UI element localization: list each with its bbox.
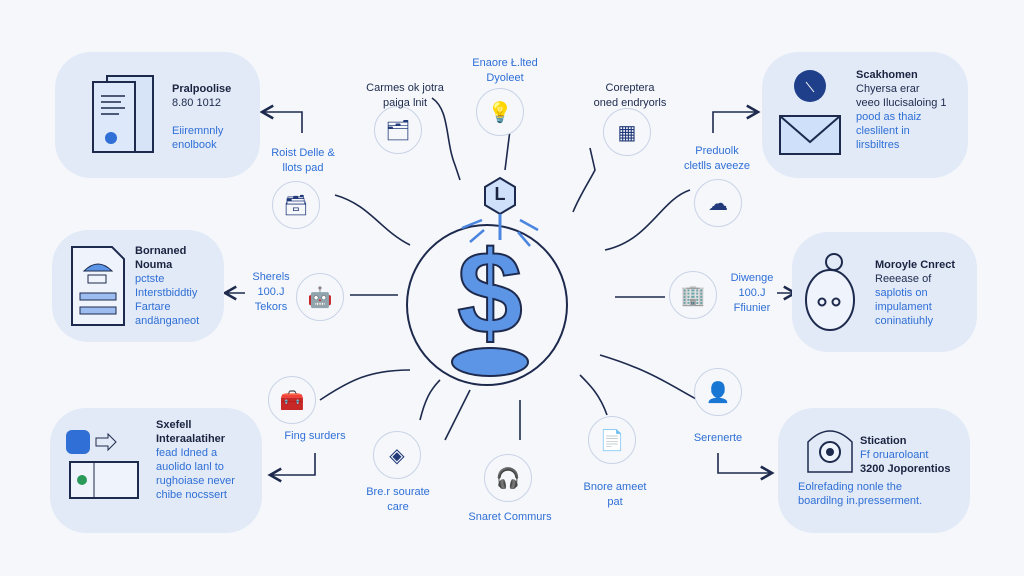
card-title: Stication bbox=[860, 435, 907, 447]
hex-badge-letter: L bbox=[494, 184, 506, 204]
node-label-bottom-left: Bre.r sourate care bbox=[366, 485, 430, 515]
card-title: Bornaned bbox=[135, 245, 187, 257]
leaf-icon: ◈ bbox=[373, 431, 421, 479]
card-body-line: saplotis on bbox=[875, 287, 928, 299]
card-body-line: lirsbiltres bbox=[856, 139, 900, 151]
person-icon: 👤 bbox=[694, 368, 742, 416]
node-label-line: Sherels bbox=[252, 271, 290, 283]
node-label-line: Serenerte bbox=[693, 432, 743, 444]
node-label-lower-left: Fing surders bbox=[284, 429, 345, 444]
node-label-line: care bbox=[387, 501, 409, 513]
center-circle bbox=[406, 224, 568, 386]
node-label-line: paiga lnit bbox=[382, 97, 428, 109]
app-window-icon bbox=[66, 430, 139, 499]
card-body-line: chibe nocssert bbox=[156, 489, 227, 501]
pedestal bbox=[451, 347, 529, 377]
node-label-line: Snaret Commurs bbox=[468, 511, 552, 523]
card-body-line: pctste bbox=[135, 273, 165, 285]
card-body-line: andänganeot bbox=[135, 315, 200, 327]
card-body-line: boardilng in.presserment. bbox=[798, 495, 923, 507]
calendar-icon: ▦ bbox=[603, 108, 651, 156]
card-body-line: impulament bbox=[875, 301, 932, 313]
node-label-line: Tekors bbox=[254, 301, 288, 313]
node-label-line: Carmes ok jotra bbox=[366, 82, 444, 94]
node-label-line: Diwenge bbox=[730, 272, 774, 284]
card-title: Scakhomen bbox=[856, 69, 918, 81]
card-body-line: Eolrefading nonle the bbox=[798, 481, 902, 493]
node-label-lower-right: Serenerte bbox=[694, 431, 742, 446]
toolbox-icon: 🧰 bbox=[268, 376, 316, 424]
node-label-left: Sherels 100.J Tekors bbox=[252, 270, 289, 315]
card-subtitle: Ff oruaroloant bbox=[860, 449, 929, 461]
node-label-line: Enaore Ł.lted bbox=[472, 57, 538, 69]
card-body-line: auolido lanl to bbox=[156, 461, 224, 473]
node-label-line: Preduolk bbox=[695, 145, 739, 157]
card-body-line: coninatiuhly bbox=[875, 315, 934, 327]
node-label-line: Coreptera bbox=[605, 82, 655, 94]
robot-icon: 🤖 bbox=[296, 273, 344, 321]
card-subtitle: 3200 Joporentios bbox=[860, 463, 951, 475]
document-icon: 📄 bbox=[588, 416, 636, 464]
card-top-right: Scakhomen Chyersa erar veeo Ilucisaloing… bbox=[762, 52, 968, 178]
node-label-line: 100.J bbox=[738, 287, 766, 299]
node-label-line: Bnore ameet bbox=[583, 481, 647, 493]
lightbulb-icon: 💡 bbox=[476, 88, 524, 136]
card-bottom-left: Sxefell Interaalatiher fead Idned a auol… bbox=[50, 408, 262, 533]
node-label-line: Ffiunier bbox=[733, 302, 771, 314]
card-body-line: Interstbiddtiy bbox=[135, 287, 198, 299]
card-title: Nouma bbox=[135, 259, 173, 271]
documents-icon: 🗂 bbox=[374, 106, 422, 154]
card-body-line: cleslilent in bbox=[856, 125, 910, 137]
card-mid-left: Bornaned Nouma pctste Interstbiddtiy Far… bbox=[52, 230, 224, 342]
tablet-document-icon bbox=[92, 75, 154, 153]
node-label-top-right: Coreptera oned endryorls bbox=[594, 81, 667, 111]
card-bottom-right: Stication Ff oruaroloant 3200 Joporentio… bbox=[778, 408, 970, 533]
card-body-line: rughoiase never bbox=[156, 475, 235, 487]
node-label-line: Roist Delle & bbox=[271, 147, 335, 159]
card-top-left: Pralpoolise 8.80 1012 Eiiremnnly enolboo… bbox=[55, 52, 260, 178]
envelope-chat-icon bbox=[779, 70, 841, 155]
node-label-upper-left: Roist Delle & llots pad bbox=[271, 146, 335, 176]
card-body-line: enolbook bbox=[172, 139, 217, 151]
cloud-hand-icon: ☁ bbox=[694, 179, 742, 227]
node-label-line: cletlls aveeze bbox=[683, 160, 751, 172]
card-body-line: pood as thaiz bbox=[856, 111, 922, 123]
card-mid-right: Moroyle Cnrect Reeease of saplotis on im… bbox=[792, 232, 977, 352]
headset-icon: 🎧 bbox=[484, 454, 532, 502]
node-label-bottom-right: Bnore ameet pat bbox=[584, 480, 647, 510]
card-title: Pralpoolise bbox=[172, 83, 232, 95]
card-body-line: fead Idned a bbox=[156, 447, 218, 459]
robot-face-icon bbox=[805, 253, 855, 331]
card-title: Moroyle Cnrect bbox=[875, 259, 956, 271]
card-subtitle: 8.80 1012 bbox=[172, 97, 221, 109]
node-label-top-left: Carmes ok jotra paiga lnit bbox=[366, 81, 444, 111]
card-body-line: veeo Ilucisaloing 1 bbox=[856, 97, 947, 109]
inbox-icon: 🗃 bbox=[272, 181, 320, 229]
card-title: Interaalatiher bbox=[156, 433, 226, 445]
node-label-line: Bre.r sourate bbox=[366, 486, 430, 498]
node-label-upper-right: Preduolk cletlls aveeze bbox=[684, 144, 750, 174]
buildings-icon: 🏢 bbox=[669, 271, 717, 319]
card-body-line: Reeease of bbox=[875, 273, 932, 285]
node-label-line: llots pad bbox=[282, 162, 324, 174]
node-label-line: Fing surders bbox=[284, 430, 346, 442]
node-label-line: 100.J bbox=[257, 286, 285, 298]
card-body-line: Fartare bbox=[135, 301, 171, 313]
card-body-line: Chyersa erar bbox=[856, 83, 920, 95]
node-label-line: pat bbox=[607, 496, 623, 508]
card-body-line: Eiiremnnly bbox=[172, 125, 224, 137]
node-label-bottom: Snaret Commurs bbox=[468, 510, 551, 525]
form-document-icon bbox=[71, 246, 125, 326]
node-label-line: oned endryorls bbox=[593, 97, 667, 109]
dollar-symbol: $ bbox=[456, 227, 524, 359]
target-badge-icon bbox=[807, 430, 853, 473]
node-label-right: Diwenge 100.J Ffiunier bbox=[731, 271, 774, 316]
node-label-line: Dyoleet bbox=[486, 72, 524, 84]
card-title: Sxefell bbox=[156, 419, 192, 431]
